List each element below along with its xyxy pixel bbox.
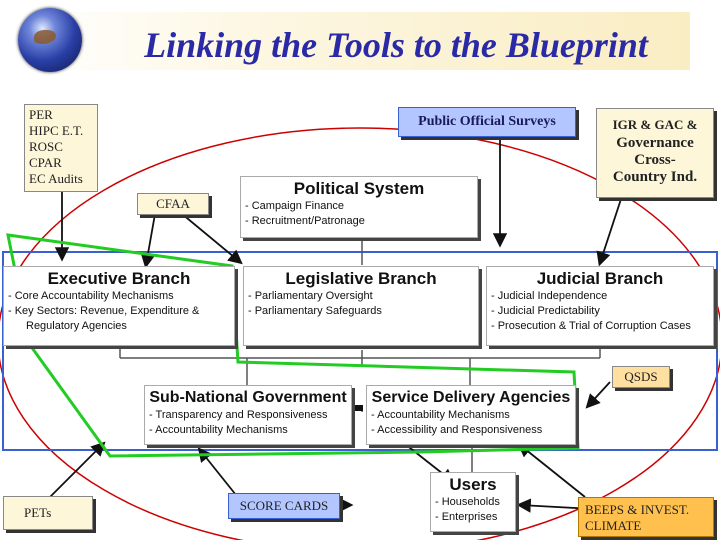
per-item: PER <box>29 107 53 122</box>
red-ellipse <box>0 127 720 540</box>
globe-icon <box>18 8 82 72</box>
ec-audits-item: EC Audits <box>29 171 83 186</box>
score-cards-label: SCORE CARDS <box>239 498 329 513</box>
public-official-surveys-label: Public Official Surveys <box>418 114 556 129</box>
judicial-branch-title: Judicial Branch <box>536 269 664 288</box>
users-item: - Enterprises <box>435 511 498 523</box>
title-banner <box>18 12 690 70</box>
judicial-item: - Judicial Independence <box>491 290 608 302</box>
service-delivery-item: - Accountability Mechanisms <box>371 409 510 421</box>
judicial-item: - Prosecution & Trial of Corruption Case… <box>491 320 691 332</box>
page-title: Linking the Tools to the Blueprint <box>144 25 648 65</box>
executive-branch-title: Executive Branch <box>47 269 191 288</box>
service-delivery-item: - Accessibility and Responsiveness <box>371 424 543 436</box>
legislative-branch-title: Legislative Branch <box>285 269 437 288</box>
qsds-label: QSDS <box>624 369 658 384</box>
beeps-line1: BEEPS & INVEST. <box>585 502 690 517</box>
executive-item: Regulatory Agencies <box>26 320 127 332</box>
beeps-line2: CLIMATE <box>585 518 642 533</box>
beeps-box: BEEPS & INVEST. CLIMATE <box>578 497 714 537</box>
cpar-item: CPAR <box>29 155 62 170</box>
political-item: - Campaign Finance <box>245 200 345 212</box>
subnational-item: - Transparency and Responsiveness <box>149 409 328 421</box>
judicial-branch-box: Judicial Branch - Judicial Independence … <box>486 266 714 346</box>
cfaa-box: CFAA <box>137 193 209 215</box>
executive-branch-box: Executive Branch - Core Accountability M… <box>3 266 235 346</box>
judicial-item: - Judicial Predictability <box>491 305 600 317</box>
blue-band <box>2 251 718 451</box>
cfaa-label: CFAA <box>156 196 190 211</box>
users-item: - Households <box>435 496 500 508</box>
executive-item: - Core Accountability Mechanisms <box>8 290 174 302</box>
igr-gac-line2: Governance <box>616 135 694 151</box>
political-item: - Recruitment/Patronage <box>245 215 365 227</box>
igr-gac-line1: IGR & GAC & <box>612 117 698 132</box>
legislative-item: - Parliamentary Safeguards <box>248 305 382 317</box>
subnational-title: Sub-National Government <box>149 389 347 406</box>
service-delivery-box: Service Delivery Agencies - Accountabili… <box>366 385 576 445</box>
igr-gac-line3: Cross- <box>634 152 676 168</box>
political-system-title: Political System <box>293 179 425 198</box>
pets-label: PETs <box>24 505 52 520</box>
executive-item: - Key Sectors: Revenue, Expenditure & <box>8 305 200 317</box>
users-box: Users - Households - Enterprises <box>430 472 516 532</box>
igr-gac-line4: Country Ind. <box>612 169 698 185</box>
igr-gac-box: IGR & GAC & Governance Cross- Country In… <box>596 108 714 198</box>
subnational-government-box: Sub-National Government - Transparency a… <box>144 385 352 445</box>
hipc-item: HIPC E.T. <box>29 123 84 138</box>
legislative-item: - Parliamentary Oversight <box>248 290 373 302</box>
public-official-surveys-box: Public Official Surveys <box>398 107 576 137</box>
political-system-box: Political System - Campaign Finance - Re… <box>240 176 478 238</box>
service-delivery-title: Service Delivery Agencies <box>371 389 571 406</box>
per-tools-box: PER HIPC E.T. ROSC CPAR EC Audits <box>24 104 98 192</box>
rosc-item: ROSC <box>29 139 63 154</box>
legislative-branch-box: Legislative Branch - Parliamentary Overs… <box>243 266 479 346</box>
qsds-box: QSDS <box>612 366 670 388</box>
pets-box: PETs <box>3 496 93 530</box>
subnational-item: - Accountability Mechanisms <box>149 424 288 436</box>
connector-dash <box>355 405 363 411</box>
score-cards-box: SCORE CARDS <box>228 493 340 519</box>
users-title: Users <box>449 475 497 494</box>
